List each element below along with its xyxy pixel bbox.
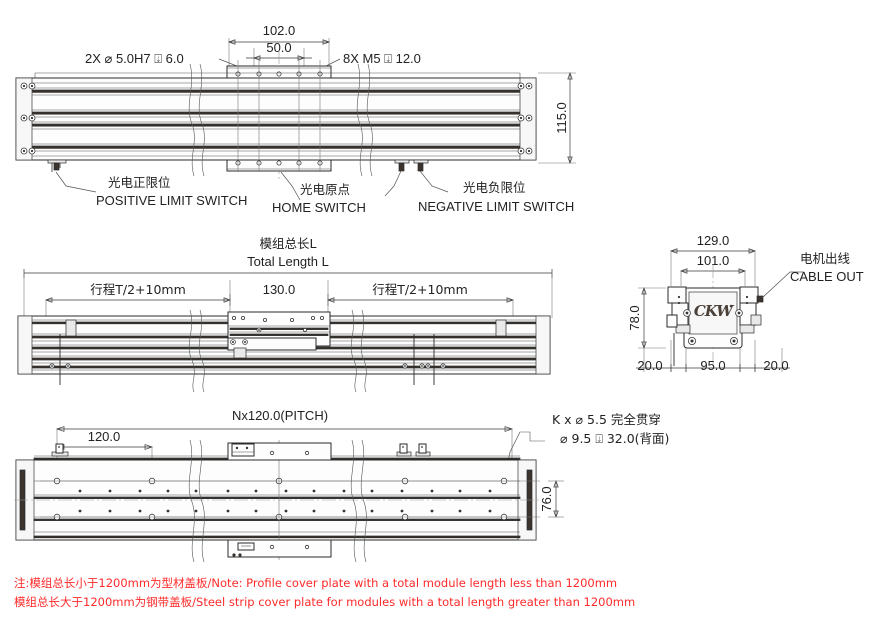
note-line-1: 注:模组总长小于1200mm为型材盖板/Note: Profile cover … [14,576,617,590]
cable-out-callout: 电机出线 CABLE OUT [761,251,864,299]
sensor-home [280,171,301,201]
pitch-label: Nx120.0(PITCH) [232,408,328,423]
dim-102-label: 102.0 [263,23,296,38]
break-line-right [356,63,373,177]
ckw-logo: CKW [694,302,735,320]
label-positive-limit-cn: 光电正限位 [108,175,171,190]
dim-130-label: 130.0 [263,282,296,297]
side-view: 129.0 101.0 [627,233,864,373]
sensor-positive-limit [47,159,97,193]
label-home-en: HOME SWITCH [272,200,366,215]
callout-2x-dowel: 2X ⌀ 5.0H7 ⍗ 6.0 [85,51,184,66]
dim-50-label: 50.0 [266,40,291,55]
dim-stroke-row: 行程T/2+10mm 130.0 行程T/2+10mm [44,280,515,318]
bottom-break-left [188,439,205,563]
bottom-view-fixtures [51,443,431,457]
top-view-body [15,72,537,161]
dim-115-label: 115.0 [554,102,569,134]
front-break-left [188,309,205,393]
bottom-view: Nx120.0(PITCH) 120.0 K x ⌀ 5.5 完全贯穿 ⌀ 9.… [14,408,669,563]
dim-101-label: 101.0 [697,253,730,268]
stroke-left-label: 行程T/2+10mm [90,282,186,297]
corner-fasteners [20,82,533,155]
front-break-right [350,309,367,393]
front-sensor-posts [49,334,446,385]
label-negative-limit-cn: 光电负限位 [463,180,526,195]
bottom-break-right [350,439,367,563]
dim-120-label: 120.0 [88,429,121,444]
label-positive-limit-en: POSITIVE LIMIT SWITCH [96,193,247,208]
dim-129-label: 129.0 [697,233,730,248]
bottom-carriage-bottom [227,539,332,558]
bottom-carriage-top [227,442,332,461]
break-line-left [188,63,205,177]
dim-total-length [23,269,553,318]
cable-out-en: CABLE OUT [790,269,864,284]
dim-115: 115.0 [538,71,576,165]
note-line-2: 模组总长大于1200mm为钢带盖板/Steel strip cover plat… [14,595,635,609]
dim-76: 76.0 [539,479,564,519]
total-length-cn: 模组总长L [260,236,317,251]
cable-out-cn: 电机出线 [800,251,851,266]
dim-78: 78.0 [627,286,666,350]
callout-8x-m5: 8X M5 ⍗ 12.0 [343,51,421,66]
dim-101: 101.0 [679,253,747,286]
dim-95-label: 95.0 [700,358,725,373]
front-view: 模组总长L Total Length L 行程T/2+10mm 130.0 [17,236,553,393]
hole-note-line2: ⌀ 9.5 ⍗ 32.0(背面) [560,431,669,446]
bottom-view-body [14,440,540,560]
dim-76-label: 76.0 [539,486,554,511]
side-view-body: CKW [666,286,764,366]
dim-bottom-row: 20.0 95.0 20.0 [636,340,790,373]
dim-102: 102.0 [227,23,331,66]
dim-20-left-label: 20.0 [637,358,662,373]
dim-78-label: 78.0 [627,305,642,330]
hole-note-line1: K x ⌀ 5.5 完全贯穿 [552,412,661,427]
dim-129: 129.0 [669,233,757,286]
total-length-en: Total Length L [247,254,329,269]
sensor-negative-limit [384,159,449,197]
label-negative-limit-en: NEGATIVE LIMIT SWITCH [418,199,574,214]
stroke-right-label: 行程T/2+10mm [372,282,468,297]
label-home-cn: 光电原点 [300,182,350,197]
dim-20-right-label: 20.0 [763,358,788,373]
drawing-notes: 注:模组总长小于1200mm为型材盖板/Note: Profile cover … [14,576,635,609]
front-carriage-block [227,311,331,359]
top-view: 102.0 50.0 2X ⌀ 5.0H7 ⍗ 6.0 8X M5 ⍗ 12.0 [15,23,576,215]
